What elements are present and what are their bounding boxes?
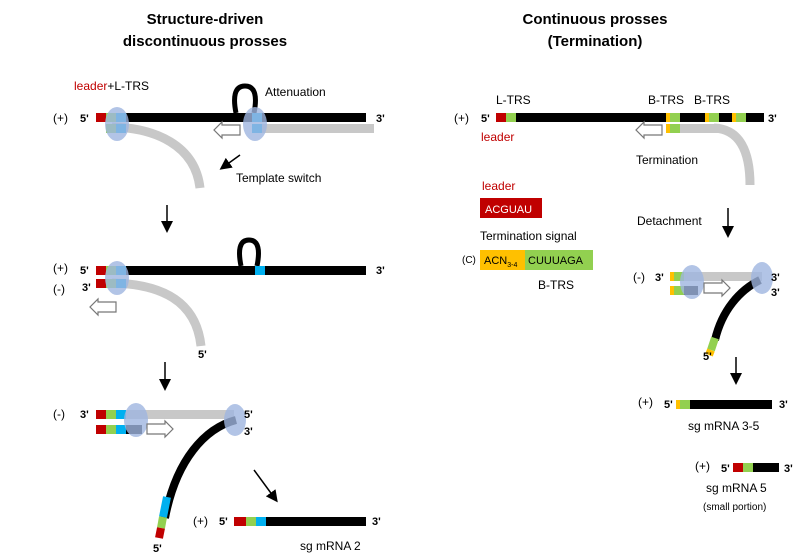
btrs-label-1: B-TRS [648, 93, 684, 107]
plus-strand-label-r1: (+) [454, 111, 469, 125]
legend-leader-box [480, 198, 542, 218]
three-prime-3c: 3' [244, 426, 253, 438]
five-prime-2: 5' [80, 265, 89, 277]
genomic-rna-strand-r1 [496, 113, 764, 122]
direction-arrow-r1 [635, 120, 663, 140]
rdrp-complex-3b [224, 404, 246, 436]
acn-box [480, 250, 525, 270]
cuuuaga-box [525, 250, 593, 270]
direction-arrow-2 [89, 297, 117, 317]
five-prime-r3: 5' [664, 399, 673, 411]
cuuuaga-text: CUUUAGA [528, 255, 584, 267]
rdrp-complex-r2a [680, 265, 704, 299]
three-prime-r4: 3' [784, 463, 793, 475]
three-prime-r2c: 3' [771, 287, 780, 299]
minus-strand-label-2: (-) [53, 282, 65, 296]
direction-arrow-3 [146, 419, 174, 439]
sg-mrna-5-strand [733, 463, 779, 472]
rdrp-complex-1a [105, 107, 129, 141]
three-prime-3a: 3' [80, 409, 89, 421]
three-prime-r2a: 3' [655, 272, 664, 284]
template-switch-arrow [219, 154, 241, 170]
termination-signal-prefix: (C) [462, 255, 476, 266]
legend-btrs-label: B-TRS [538, 278, 574, 292]
sg-mrna-2-strand [234, 517, 366, 526]
genomic-rna-strand-2 [96, 237, 366, 275]
minus-template-strand-3 [96, 410, 234, 419]
plus-strand-label-1: (+) [53, 111, 68, 125]
nascent-minus-strand-r1 [666, 123, 755, 186]
detachment-label: Detachment [637, 214, 702, 228]
legend-leader-label: leader [482, 179, 515, 193]
sg-mrna-5-label: sg mRNA 5 [706, 481, 767, 495]
plus-strand-label-r4: (+) [695, 459, 710, 473]
template-switch-label: Template switch [236, 171, 321, 185]
leader-label-r1: leader [481, 130, 514, 144]
three-prime-2b: 3' [82, 282, 91, 294]
sg-mrna-3-5-strand [676, 400, 772, 409]
sg-mrna-3-5-label: sg mRNA 3-5 [688, 419, 760, 433]
legend-leader-seq: ACGUAU [485, 204, 532, 216]
nascent-plus-strand-3 [96, 416, 238, 539]
three-prime-r2b: 3' [771, 272, 780, 284]
minus-strand-label-r2: (-) [633, 270, 645, 284]
btrs-label-2: B-TRS [694, 93, 730, 107]
three-prime-r1: 3' [768, 113, 777, 125]
plus-strand-label-4: (+) [193, 514, 208, 528]
five-prime-r1: 5' [481, 113, 490, 125]
left-title-line2: discontinuous prosses [123, 33, 287, 50]
minus-strand-label-3: (-) [53, 407, 65, 421]
direction-arrow-1 [213, 120, 241, 140]
rdrp-complex-1b [243, 107, 267, 141]
termination-signal-label: Termination signal [480, 229, 577, 243]
five-prime-r4: 5' [721, 463, 730, 475]
right-title-line2: (Termination) [548, 33, 643, 50]
plus-strand-label-2: (+) [53, 261, 68, 275]
five-prime-4: 5' [219, 516, 228, 528]
three-prime-4: 3' [372, 516, 381, 528]
sg-mrna-2-label: sg mRNA 2 [300, 539, 361, 553]
five-prime-3b: 5' [244, 409, 253, 421]
acn-text: ACN3-4 [484, 255, 517, 269]
release-arrow-left [253, 469, 278, 503]
three-prime-r3: 3' [779, 399, 788, 411]
minus-template-strand-r2 [670, 272, 762, 281]
five-prime-1: 5' [80, 113, 89, 125]
rdrp-complex-3a [124, 403, 148, 437]
five-prime-3d: 5' [153, 543, 162, 555]
leader-ltrs-label: leader+L-TRS [74, 79, 149, 93]
left-title-line1: Structure-driven [147, 11, 264, 28]
direction-arrow-r2 [703, 278, 731, 298]
three-prime-2: 3' [376, 265, 385, 277]
rdrp-complex-2 [105, 261, 129, 295]
ltrs-label: L-TRS [496, 93, 531, 107]
five-prime-2c: 5' [198, 349, 207, 361]
termination-label: Termination [636, 153, 698, 167]
right-title-line1: Continuous prosses [522, 11, 667, 28]
attenuation-label: Attenuation [265, 85, 326, 99]
plus-strand-label-r3: (+) [638, 395, 653, 409]
three-prime-1: 3' [376, 113, 385, 125]
five-prime-r2d: 5' [703, 351, 712, 363]
rdrp-complex-r2b [751, 262, 773, 294]
sg-mrna-5-note: (small portion) [703, 502, 766, 513]
